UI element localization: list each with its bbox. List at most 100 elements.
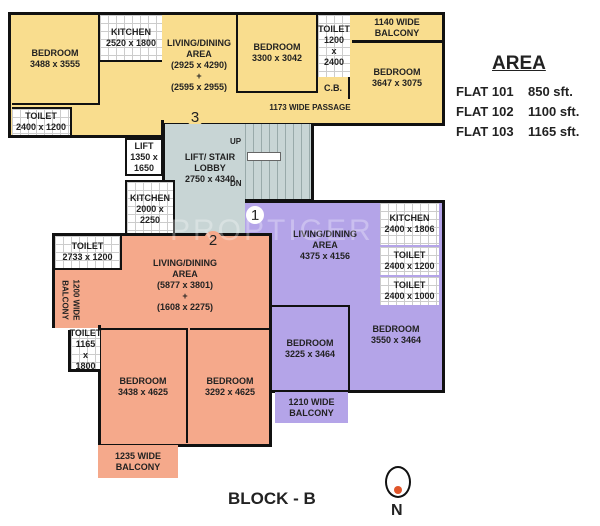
flat-3-number: 3 bbox=[186, 108, 204, 126]
dn-label: DN bbox=[230, 179, 242, 188]
room-dim: 3488 x 3555 bbox=[29, 59, 81, 69]
room-name: TOILET bbox=[318, 24, 350, 34]
passage: 1173 WIDE PASSAGE bbox=[250, 100, 370, 114]
room-name: LIFT bbox=[134, 140, 154, 151]
up-label: UP bbox=[230, 137, 242, 146]
room-name: BEDROOM bbox=[253, 42, 301, 52]
room-dim-2: (1608 x 2275) bbox=[156, 301, 214, 312]
room-dim: 2400 x 1200 bbox=[384, 261, 435, 271]
room-dim: 1200 x 2400 bbox=[323, 35, 345, 67]
room-dim: 3292 x 4625 bbox=[204, 386, 256, 397]
room-dim: (5877 x 3801) bbox=[156, 279, 214, 290]
passage-label: 1173 WIDE PASSAGE bbox=[269, 102, 351, 112]
north-label: N bbox=[391, 502, 403, 519]
room-name: LIFT/ STAIR LOBBY bbox=[184, 151, 236, 173]
room-dim: 1350 x 1650 bbox=[130, 151, 158, 173]
room-dim: 1165 x 1800 bbox=[75, 338, 96, 371]
cupboard: C.B. bbox=[318, 77, 350, 99]
room-dim: 2400 x 1200 bbox=[15, 122, 67, 132]
flat-label: FLAT 102 bbox=[456, 104, 514, 119]
living-3: LIVING/DINING AREA(2925 x 4290)+(2595 x … bbox=[162, 30, 236, 100]
flat-label: FLAT 103 bbox=[456, 124, 514, 139]
flat-area: 850 sft. bbox=[528, 84, 573, 99]
flat-2-number: 2 bbox=[204, 231, 222, 249]
room-dim: 3300 x 3042 bbox=[251, 53, 303, 63]
stair-dn-label: DN bbox=[230, 178, 242, 189]
flat-label: FLAT 101 bbox=[456, 84, 514, 99]
block-label: BLOCK - B bbox=[228, 489, 316, 508]
flat-area: 1165 sft. bbox=[528, 124, 580, 139]
room-dim-2: (2595 x 2955) bbox=[170, 81, 228, 92]
room-dim: 3438 x 4625 bbox=[117, 386, 169, 397]
flat-1-number: 1 bbox=[246, 206, 264, 224]
balcony-3: 1140 WIDE BALCONY bbox=[352, 15, 442, 43]
room-name: BEDROOM bbox=[286, 337, 334, 348]
room-dim: 2520 x 1800 bbox=[105, 37, 157, 48]
watermark: PROPTIGER bbox=[170, 214, 374, 247]
room-name: BEDROOM bbox=[119, 375, 167, 386]
room-name: TOILET bbox=[71, 241, 104, 251]
balcony-1: 1210 WIDE BALCONY bbox=[275, 392, 348, 423]
lobby-lower bbox=[175, 195, 245, 237]
room-name: BEDROOM bbox=[206, 375, 254, 386]
room-dim: 2000 x 2250 bbox=[136, 203, 164, 225]
room-name: KITCHEN bbox=[130, 192, 170, 203]
room-dim: 2400 x 1806 bbox=[384, 224, 435, 234]
room-name: TOILET bbox=[25, 111, 57, 121]
room-name: TOILET bbox=[69, 327, 102, 338]
room-dim: 2733 x 1200 bbox=[62, 252, 113, 262]
room-dim: 2400 x 1000 bbox=[384, 291, 435, 301]
flat-2-bedrooms bbox=[98, 325, 272, 447]
balcony-2a: 1200 WIDE BALCONY bbox=[52, 271, 88, 329]
room-name: LIVING/DINING AREA bbox=[292, 228, 357, 250]
plus: + bbox=[196, 70, 202, 81]
room-name: TOILET bbox=[393, 280, 426, 290]
flat-3 bbox=[8, 12, 445, 126]
room-name: LIVING/DINING AREA bbox=[166, 37, 231, 59]
room-name: BEDROOM bbox=[373, 66, 421, 77]
area-row: FLAT 103 1165 sft. bbox=[456, 122, 579, 142]
room-dim: 3225 x 3464 bbox=[284, 348, 336, 359]
balcony-label: 1200 WIDE BALCONY bbox=[60, 279, 80, 321]
compass-icon bbox=[385, 466, 411, 498]
room-name: KITCHEN bbox=[111, 26, 151, 37]
room-name: LIVING/DINING AREA bbox=[152, 257, 217, 279]
cb-label: C.B. bbox=[324, 82, 342, 93]
stairs bbox=[245, 124, 311, 199]
stair-landing-icon bbox=[247, 152, 281, 161]
room-dim: 2750 x 4340 bbox=[184, 173, 236, 184]
balcony-label: 1140 WIDE BALCONY bbox=[374, 16, 420, 38]
balcony-2b: 1235 WIDE BALCONY bbox=[98, 445, 178, 478]
room-name: TOILET bbox=[393, 250, 426, 260]
area-row: FLAT 101 850 sft. bbox=[456, 82, 579, 102]
room-dim: 3550 x 3464 bbox=[370, 335, 422, 345]
room-dim: 3647 x 3075 bbox=[371, 77, 423, 88]
stair-up-label: UP bbox=[230, 136, 241, 147]
living-2: LIVING/DINING AREA(5877 x 3801)+(1608 x … bbox=[100, 255, 270, 315]
balcony-label: 1210 WIDE BALCONY bbox=[288, 396, 335, 418]
balcony-label: 1235 WIDE BALCONY bbox=[114, 450, 162, 472]
room-name: KITCHEN bbox=[389, 213, 430, 223]
room-dim: 4375 x 4156 bbox=[299, 250, 351, 261]
plus: + bbox=[182, 290, 188, 301]
